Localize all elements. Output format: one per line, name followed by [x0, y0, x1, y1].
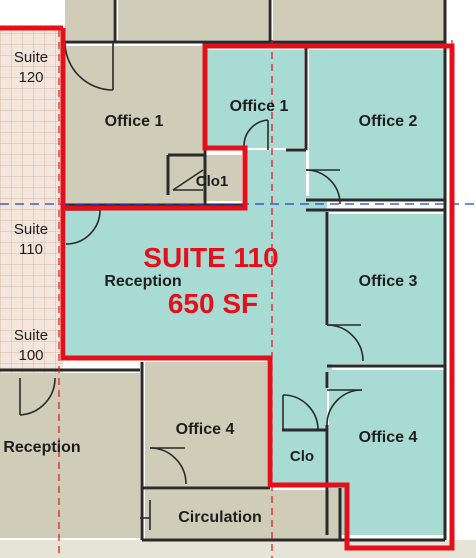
- top-room-c: [273, 0, 445, 40]
- clo-room: [283, 432, 323, 482]
- label-office4-grey: Office 4: [176, 421, 235, 438]
- label-suite100-line1: Suite: [14, 327, 48, 344]
- label-office1-teal: Office 1: [230, 98, 289, 115]
- suite-title: SUITE 110: [143, 242, 278, 273]
- tiled-corridor: [0, 28, 63, 373]
- office2-room: [309, 50, 445, 200]
- office3-room: [329, 214, 445, 364]
- suite-area: 650 SF: [168, 288, 258, 319]
- label-suite120-line2: 120: [18, 69, 43, 86]
- label-office4-teal: Office 4: [359, 429, 418, 446]
- label-suite110-line1: Suite: [14, 221, 48, 238]
- bottom-strip: [0, 540, 476, 558]
- top-room-a: [65, 0, 113, 40]
- label-suite120-line1: Suite: [14, 49, 48, 66]
- label-office1-grey: Office 1: [105, 113, 164, 130]
- label-clo: Clo: [290, 448, 314, 465]
- top-room-b: [118, 0, 268, 40]
- label-clo1: Clo1: [196, 173, 229, 190]
- label-reception-main: Reception: [104, 273, 181, 290]
- circulation-room: [145, 490, 340, 540]
- grid-lines-vertical: [58, 30, 453, 558]
- door-swings: [19, 41, 364, 530]
- label-suite100-line2: 100: [18, 347, 43, 364]
- suite-110-outline: [60, 28, 455, 551]
- label-office3: Office 3: [359, 273, 418, 290]
- reception-hall-area: [66, 150, 332, 485]
- label-reception-lower: Reception: [3, 439, 80, 456]
- label-suite110-line2: 110: [19, 241, 43, 258]
- label-circulation: Circulation: [178, 509, 262, 526]
- label-office2: Office 2: [359, 113, 418, 130]
- office1-teal-room: [207, 50, 304, 148]
- walls: [0, 0, 447, 542]
- office4-grey-room: [145, 362, 267, 487]
- reception-lower-room: [0, 373, 140, 538]
